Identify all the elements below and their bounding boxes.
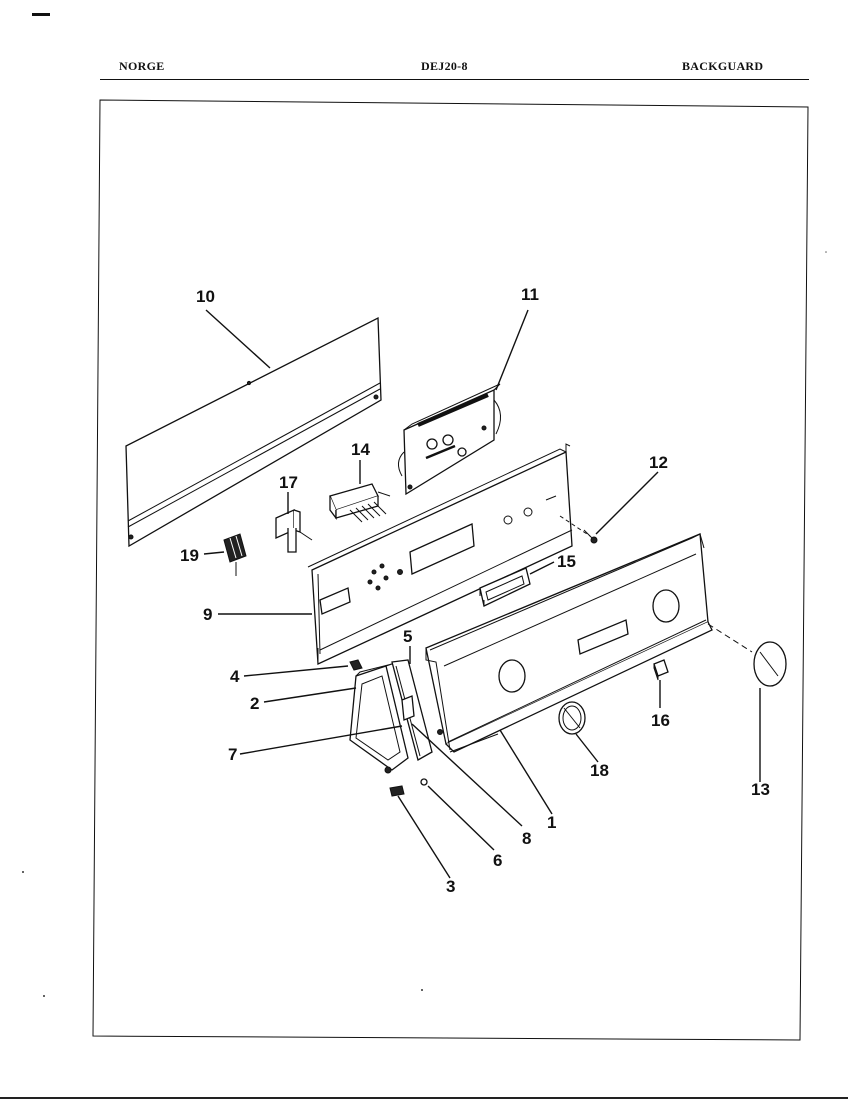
part-14-terminal-block bbox=[329, 483, 391, 523]
part-2-end-cap bbox=[349, 663, 409, 774]
part-10-rear-panel bbox=[125, 316, 382, 548]
part-6-screw bbox=[420, 778, 428, 786]
callout-6: 6 bbox=[493, 851, 502, 870]
callout-3: 3 bbox=[446, 877, 455, 896]
callout-13: 13 bbox=[751, 780, 770, 799]
part-12-screw bbox=[559, 515, 598, 544]
page-bottom-rule bbox=[0, 1097, 848, 1099]
callout-8: 8 bbox=[522, 829, 531, 848]
callout-17: 17 bbox=[279, 473, 298, 492]
section-title: BACKGUARD bbox=[682, 59, 764, 73]
callout-4: 4 bbox=[230, 667, 240, 686]
callout-18: 18 bbox=[590, 761, 609, 780]
part-16-insert bbox=[653, 659, 669, 681]
header-rule bbox=[100, 79, 809, 80]
callout-7: 7 bbox=[228, 745, 237, 764]
part-7-8-clips bbox=[401, 695, 443, 735]
part-15-display-bezel bbox=[479, 567, 531, 607]
brand-label: NORGE bbox=[119, 59, 165, 73]
callout-11: 11 bbox=[521, 285, 539, 304]
callout-10: 10 bbox=[196, 287, 215, 306]
model-number: DEJ20-8 bbox=[421, 59, 468, 73]
part-11-timer-module bbox=[398, 383, 501, 496]
callout-15: 15 bbox=[557, 552, 576, 571]
callout-19: 19 bbox=[180, 546, 199, 565]
callout-5: 5 bbox=[403, 627, 412, 646]
callout-labels: 10 11 14 17 19 12 15 9 5 4 2 7 13 16 18 … bbox=[180, 285, 770, 896]
part-19-switch bbox=[223, 533, 247, 576]
part-1-backguard-panel bbox=[425, 533, 713, 753]
callout-1: 1 bbox=[547, 813, 556, 832]
part-4-clip bbox=[349, 659, 363, 671]
callout-9: 9 bbox=[203, 605, 212, 624]
callout-12: 12 bbox=[649, 453, 668, 472]
leader-lines bbox=[203, 309, 761, 879]
callout-2: 2 bbox=[250, 694, 259, 713]
scan-specks bbox=[22, 251, 827, 997]
part-17-switch-bracket bbox=[275, 508, 313, 553]
corner-mark bbox=[32, 13, 50, 16]
part-18-knob bbox=[558, 701, 586, 735]
part-3-screw bbox=[389, 785, 405, 797]
part-13-knob bbox=[707, 623, 787, 687]
callout-16: 16 bbox=[651, 711, 670, 730]
diagram-frame bbox=[92, 99, 809, 1041]
callout-14: 14 bbox=[351, 440, 370, 459]
part-9-control-plate bbox=[307, 443, 573, 665]
